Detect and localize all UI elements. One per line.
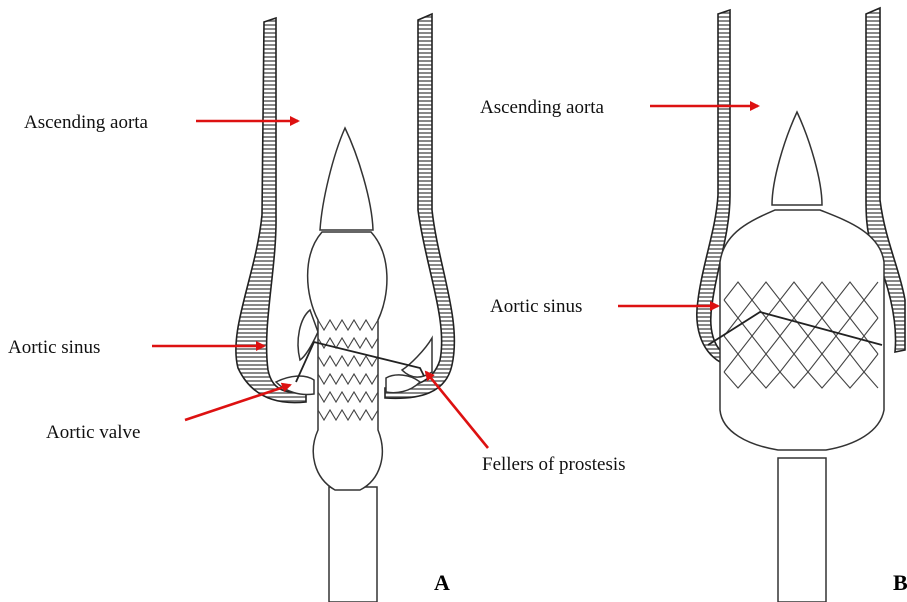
panel-b: B xyxy=(697,8,907,602)
panel-label-b: B xyxy=(893,570,907,595)
label-fellers-a: Fellers of prostesis xyxy=(482,454,626,475)
nose-cone-b xyxy=(772,112,822,205)
label-aortic-valve-a: Aortic valve xyxy=(46,422,140,443)
label-ascending-aorta-b: Ascending aorta xyxy=(480,97,605,118)
label-aortic-sinus-b: Aortic sinus xyxy=(490,296,582,317)
label-ascending-aorta-a: Ascending aorta xyxy=(24,112,149,133)
catheter-shaft-b xyxy=(778,458,826,602)
catheter-shaft xyxy=(329,487,377,602)
panel-label-a: A xyxy=(434,570,450,595)
valve-leaflet-right xyxy=(402,338,432,377)
arrow-fellers-a xyxy=(426,372,488,448)
arrow-aortic-valve-a xyxy=(185,385,290,420)
label-aortic-sinus-a: Aortic sinus xyxy=(8,337,100,358)
nose-cone xyxy=(320,128,373,230)
valve-leaflet-left xyxy=(298,310,318,360)
panel-a: A xyxy=(236,14,455,602)
right-aortic-wall xyxy=(385,14,454,398)
